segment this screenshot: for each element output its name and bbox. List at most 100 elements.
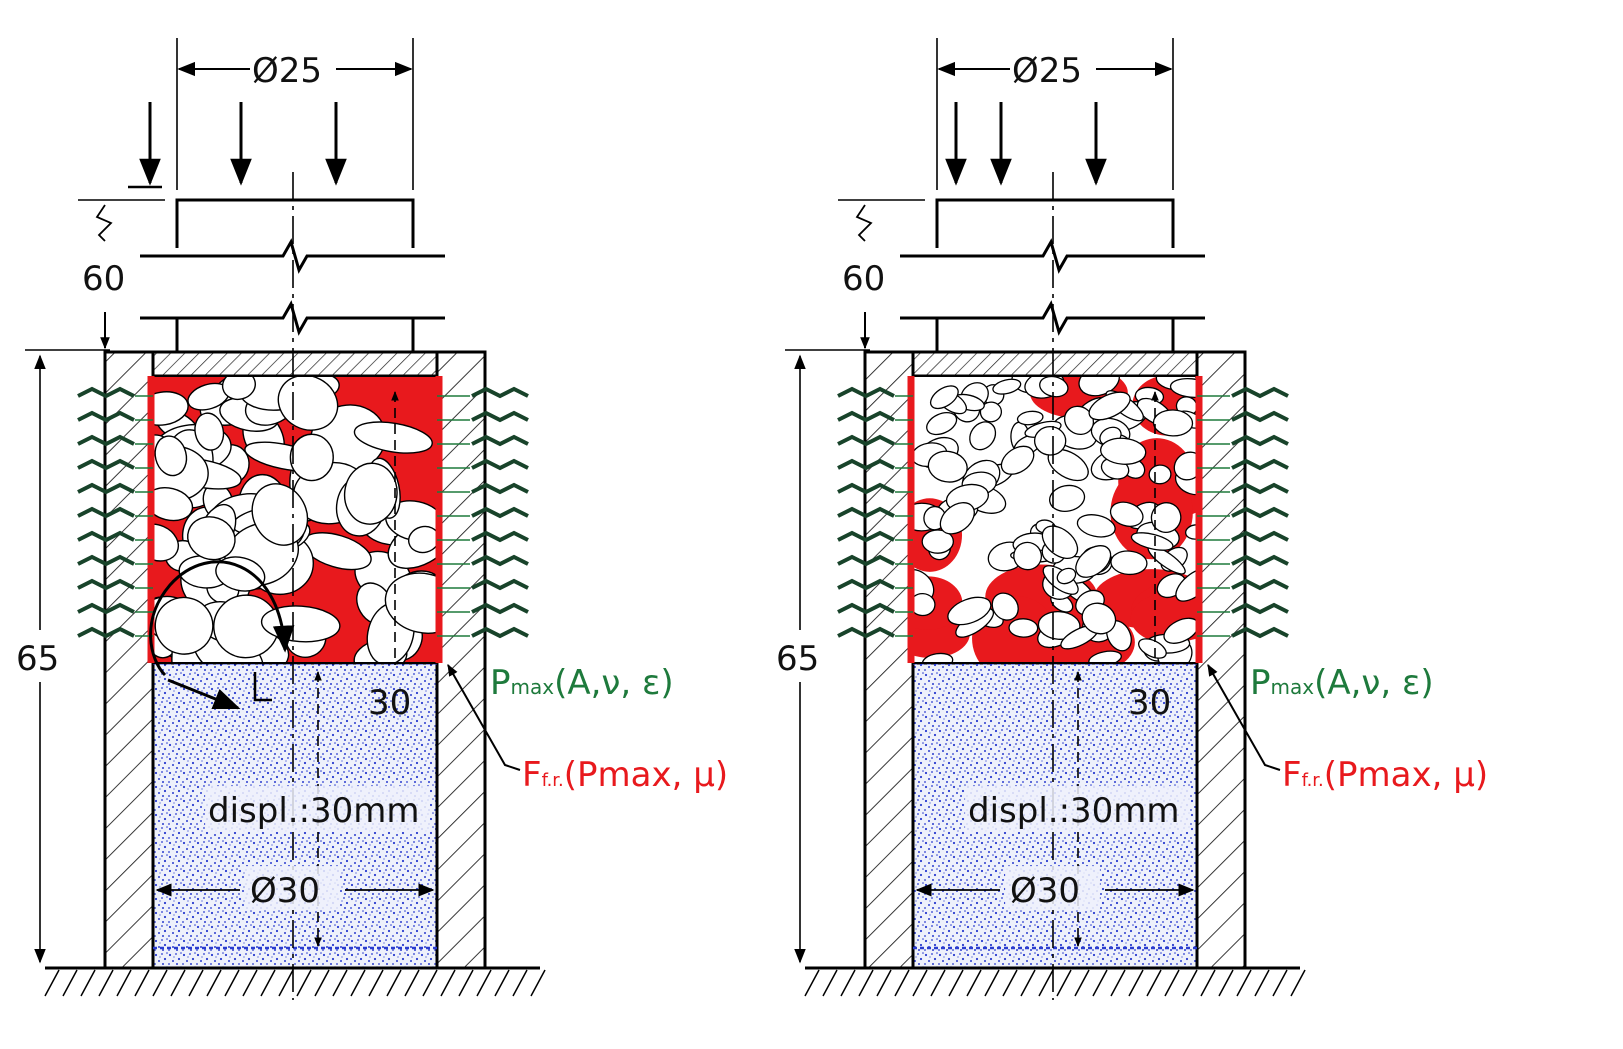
ground-hatch bbox=[876, 969, 892, 997]
pressure-spring-left bbox=[77, 626, 135, 639]
pore bbox=[194, 412, 225, 451]
punch-bottom bbox=[175, 318, 415, 352]
pressure-spring-right bbox=[1231, 626, 1289, 639]
height-total-label: 65 bbox=[776, 639, 819, 679]
pressure-spring-right bbox=[1231, 434, 1289, 447]
pore bbox=[153, 487, 194, 522]
ground-hatch bbox=[458, 969, 474, 997]
pressure-label-rest: (A,ν, ε) bbox=[554, 663, 674, 703]
break-line-lower bbox=[140, 300, 445, 336]
pore bbox=[153, 523, 179, 562]
particle bbox=[979, 401, 1003, 423]
ground-hatch bbox=[224, 969, 240, 997]
pressure-spring-left bbox=[77, 506, 135, 519]
friction-label-rest: (Pmax, μ) bbox=[564, 755, 728, 795]
punch-top bbox=[175, 198, 415, 248]
friction-leader bbox=[447, 663, 521, 771]
ground-hatch bbox=[116, 969, 132, 997]
friction-label-sub: f.r. bbox=[1302, 770, 1324, 791]
ground-hatch bbox=[188, 969, 204, 997]
ground-hatch bbox=[512, 969, 528, 997]
bottom-diameter-bg bbox=[245, 866, 340, 910]
displacement-label: displ.:30mm bbox=[208, 791, 420, 831]
particle bbox=[1138, 638, 1167, 659]
ground-hatch bbox=[984, 969, 1000, 997]
pressure-spring-right bbox=[1231, 506, 1289, 519]
ground-hatch bbox=[350, 969, 366, 997]
break-line-upper bbox=[140, 238, 445, 274]
pressure-spring-right bbox=[1231, 602, 1289, 615]
particle bbox=[913, 592, 936, 617]
pressure-spring-right bbox=[1231, 458, 1289, 471]
pressure-label: Pmax(A,ν, ε) bbox=[1250, 663, 1434, 703]
particle bbox=[929, 385, 959, 410]
pressure-spring-right bbox=[1231, 386, 1289, 399]
pore bbox=[343, 462, 398, 525]
bottom-diameter-bg bbox=[1005, 866, 1100, 910]
particle bbox=[926, 412, 958, 436]
pressure-spring-left bbox=[837, 386, 895, 399]
ground-hatch bbox=[1200, 969, 1216, 997]
ground-hatch bbox=[1056, 969, 1072, 997]
friction-label: Ff.r.(Pmax, μ) bbox=[1282, 755, 1488, 795]
displacement-label: displ.:30mm bbox=[968, 791, 1180, 831]
pressure-spring-right bbox=[471, 626, 529, 639]
pressure-spring-left bbox=[837, 506, 895, 519]
pressure-spring-right bbox=[1231, 578, 1289, 591]
dim-break-symbol bbox=[855, 204, 873, 242]
bottom-diameter-label: Ø30 bbox=[250, 871, 320, 911]
ground-hatch bbox=[840, 969, 856, 997]
ground-hatch bbox=[296, 969, 312, 997]
rotation-arrow-tail bbox=[167, 678, 241, 710]
pore bbox=[187, 516, 236, 561]
pressure-spring-left bbox=[837, 530, 895, 543]
rotation-bracket bbox=[253, 672, 272, 702]
specimen-height-label: 30 bbox=[368, 683, 411, 723]
pressure-spring-left bbox=[837, 458, 895, 471]
ground-hatch bbox=[1074, 969, 1090, 997]
friction-label-main: F bbox=[1282, 755, 1302, 795]
particle bbox=[991, 592, 1019, 621]
pressure-spring-left bbox=[77, 410, 135, 423]
particle bbox=[1016, 410, 1044, 426]
pressure-spring-right bbox=[471, 434, 529, 447]
particle bbox=[1013, 541, 1043, 571]
pressure-label: Pmax(A,ν, ε) bbox=[490, 663, 674, 703]
particle bbox=[969, 421, 997, 451]
ground-hatch bbox=[368, 969, 384, 997]
ground-hatch bbox=[1092, 969, 1108, 997]
punch-top bbox=[935, 198, 1175, 248]
ground-hatch bbox=[1128, 969, 1144, 997]
pore bbox=[153, 391, 189, 426]
ground-hatch bbox=[44, 969, 60, 997]
particle bbox=[1175, 568, 1197, 602]
pressure-spring-right bbox=[1231, 482, 1289, 495]
height-top-label: 60 bbox=[82, 259, 125, 299]
pressure-spring-left bbox=[837, 434, 895, 447]
pore bbox=[221, 376, 256, 401]
ground-hatch bbox=[1290, 969, 1306, 997]
pore bbox=[154, 435, 188, 477]
ground-hatch bbox=[278, 969, 294, 997]
ground-hatch bbox=[1254, 969, 1270, 997]
top-diameter-label: Ø25 bbox=[252, 51, 322, 91]
pore bbox=[215, 556, 266, 592]
ground-hatch bbox=[152, 969, 168, 997]
friction-label: Ff.r.(Pmax, μ) bbox=[522, 755, 728, 795]
specimen-height-label: 30 bbox=[1128, 683, 1171, 723]
friction-label-main: F bbox=[522, 755, 542, 795]
pressure-label-main: P bbox=[1250, 663, 1271, 703]
pore bbox=[353, 421, 433, 454]
pressure-spring-left bbox=[837, 578, 895, 591]
ground-hatch bbox=[170, 969, 186, 997]
punch-plate bbox=[151, 350, 439, 378]
ground-hatch bbox=[494, 969, 510, 997]
particle bbox=[1039, 376, 1069, 398]
ground-hatch bbox=[260, 969, 276, 997]
pressure-spring-left bbox=[837, 602, 895, 615]
friction-label-sub: f.r. bbox=[542, 770, 564, 791]
ground-hatch bbox=[966, 969, 982, 997]
friction-label-rest: (Pmax, μ) bbox=[1324, 755, 1488, 795]
specimen-microstructure bbox=[913, 376, 1197, 663]
